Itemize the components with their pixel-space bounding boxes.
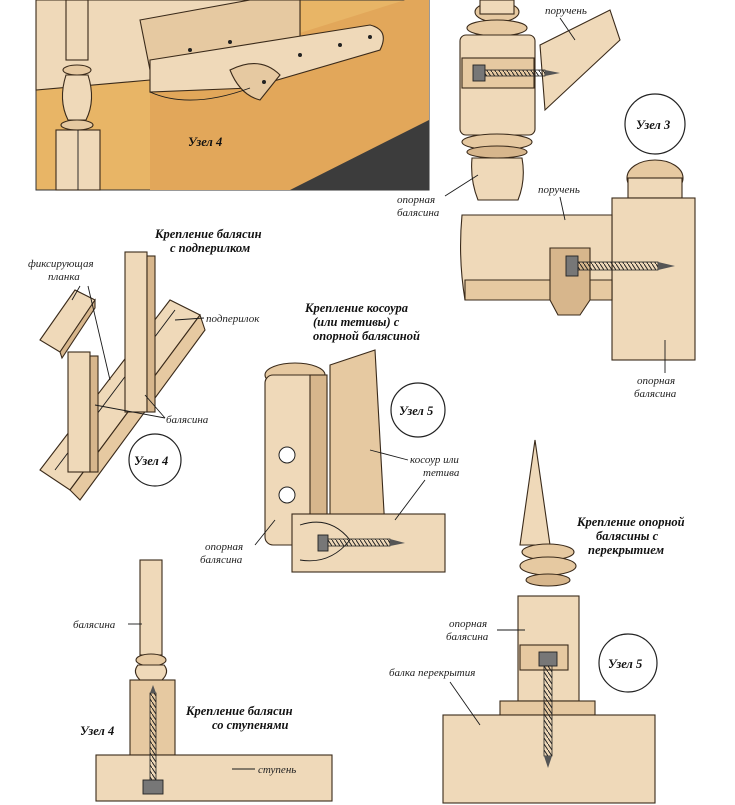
- sub-rail: [149, 24, 384, 93]
- title-line-1: Крепление косоура: [304, 301, 408, 315]
- support-post-right: [611, 197, 696, 361]
- label-baluster: балясина: [166, 414, 209, 426]
- label-support-2: балясина: [200, 554, 243, 566]
- panel-bottom-right: Крепление опорной балясины с перекрытием…: [389, 439, 685, 804]
- title-line-3: перекрытием: [588, 543, 664, 557]
- label-support-2: балясина: [446, 631, 489, 643]
- node-label: Узел 4: [80, 724, 114, 738]
- node-circle: [128, 433, 182, 487]
- title-line-1: Крепление балясин: [185, 704, 293, 718]
- panel-center: Крепление косоура (или тетивы) с опорной…: [200, 301, 460, 573]
- label-stringer-1: косоур или: [410, 454, 459, 466]
- node-circle: [390, 382, 446, 438]
- baluster-cone: [519, 439, 551, 546]
- title-line-1: Крепление опорной: [576, 515, 685, 529]
- screw-bottom-left: [142, 685, 164, 795]
- node-circle: [598, 633, 658, 693]
- label-support-1: опорная: [449, 618, 487, 630]
- baluster-front: [67, 351, 91, 473]
- node-circle: [624, 93, 686, 155]
- label-step: ступень: [258, 764, 296, 776]
- label-sub-rail: подперилок: [206, 313, 260, 325]
- label-support-1: опорная: [205, 541, 243, 553]
- node-label: Узел 5: [608, 657, 642, 671]
- baluster-shaft: [139, 559, 163, 656]
- handrail-upper: [539, 9, 621, 112]
- label-support-left-1: опорная: [397, 194, 435, 206]
- node-label: Узел 4: [134, 454, 168, 468]
- label-handrail-right: поручень: [538, 184, 580, 196]
- title-line-2: (или тетивы) с: [313, 315, 400, 329]
- label-support-right-1: опорная: [637, 375, 675, 387]
- label-beam: балка перекрытия: [389, 667, 475, 679]
- step: [95, 754, 333, 802]
- screw-top: [472, 64, 560, 82]
- panel-top-left: Узел 4: [35, 0, 430, 191]
- node-label: Узел 3: [636, 118, 670, 132]
- label-handrail-top: поручень: [545, 5, 587, 17]
- title-line-2: со ступенями: [212, 718, 289, 732]
- title-line-2: с подперилком: [170, 241, 251, 255]
- title-line-2: балясины с: [596, 529, 659, 543]
- label-support-left-2: балясина: [397, 207, 440, 219]
- screw-center: [317, 534, 405, 552]
- floor-shadow: [290, 120, 429, 190]
- panel-bottom-left: балясина Узел 4 Крепление балясин со сту…: [73, 559, 333, 802]
- node-label: Узел 4: [188, 135, 222, 149]
- baluster: [55, 0, 101, 191]
- title-line-1: Крепление балясин: [154, 227, 262, 241]
- label-support-right-2: балясина: [634, 388, 677, 400]
- label-baluster: балясина: [73, 619, 116, 631]
- title-line-3: опорной балясиной: [313, 329, 420, 343]
- label-fixing-plank-2: планка: [48, 271, 80, 283]
- node-label: Узел 5: [399, 404, 433, 418]
- screw-bottom-right: [538, 651, 558, 768]
- screw-right: [565, 255, 675, 277]
- label-stringer-2: тетива: [423, 467, 460, 479]
- label-fixing-plank-1: фиксирующая: [28, 258, 94, 270]
- panel-top-right: поручень опорная балясина Узел 3 поручен…: [397, 0, 696, 400]
- baluster-back: [124, 251, 148, 413]
- panel-mid-left: Крепление балясин с подперилком фиксирую…: [28, 227, 262, 501]
